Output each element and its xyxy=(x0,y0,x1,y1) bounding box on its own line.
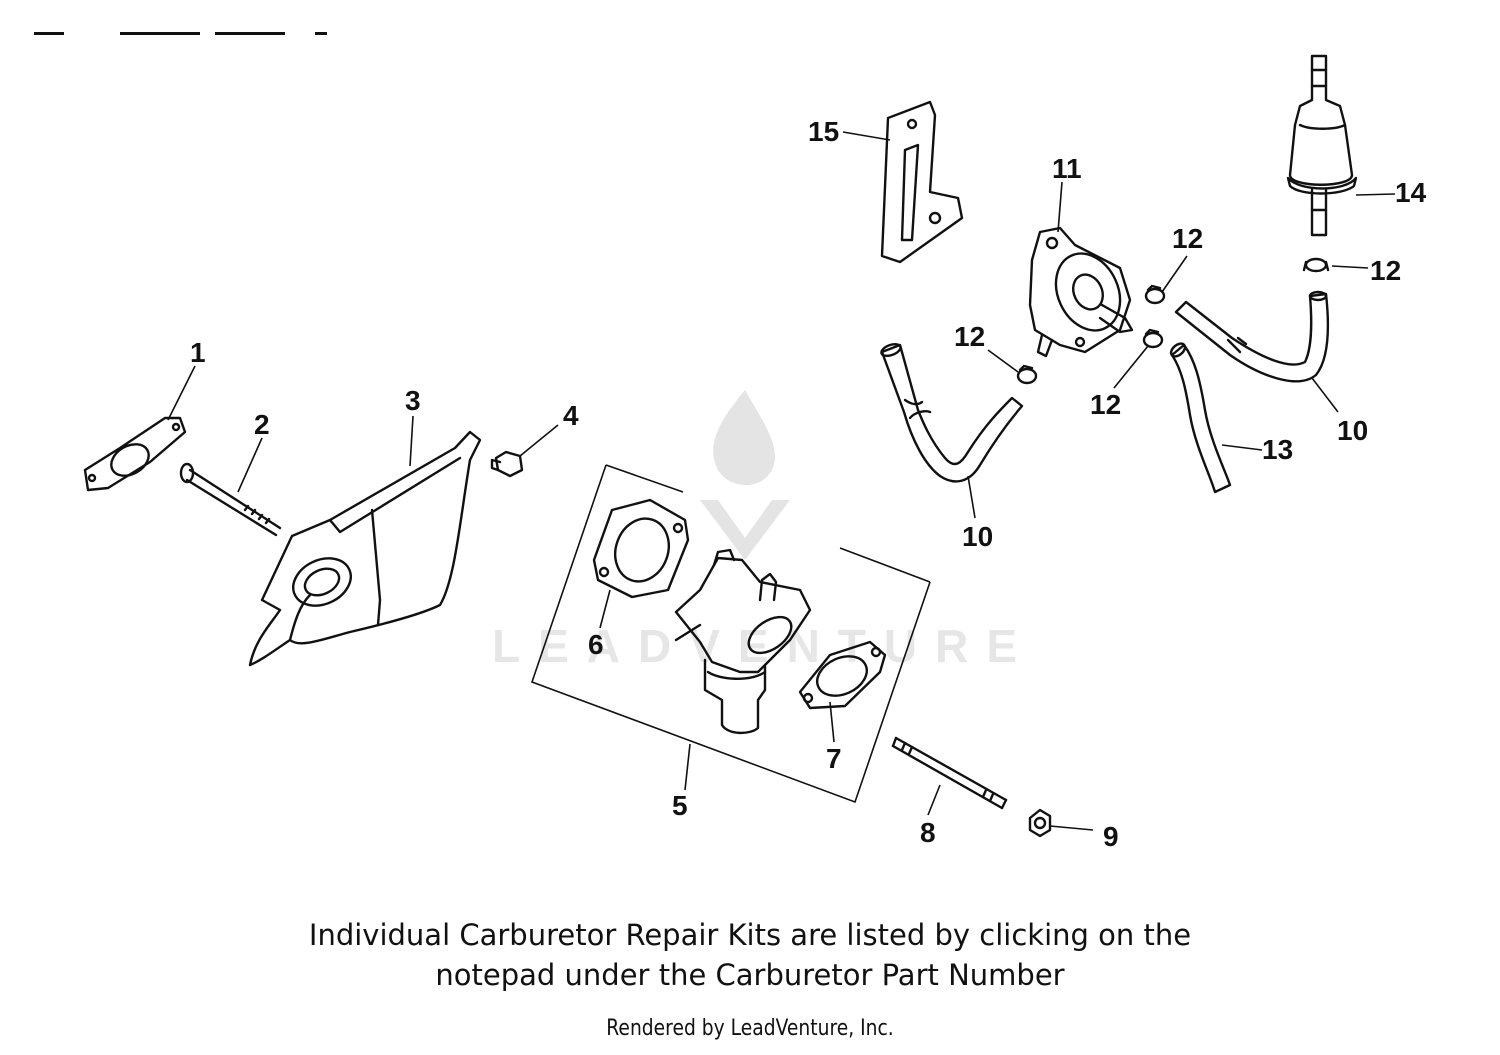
callout-12-b[interactable]: 12 xyxy=(1370,255,1401,286)
part-5-carburetor[interactable] xyxy=(674,548,812,735)
part-9-nut[interactable] xyxy=(1028,808,1052,838)
part-10-hose-left[interactable] xyxy=(880,342,1024,483)
callout-2[interactable]: 2 xyxy=(254,409,270,440)
callout-5[interactable]: 5 xyxy=(672,790,688,821)
callout-13[interactable]: 13 xyxy=(1262,434,1293,465)
part-13-hose[interactable] xyxy=(1169,341,1232,494)
part-7-gasket[interactable] xyxy=(798,640,887,710)
callout-11[interactable]: 11 xyxy=(1052,153,1082,184)
part-11-fuel-pump[interactable] xyxy=(1028,226,1134,358)
rendered-by-footer: Rendered by LeadVenture, Inc. xyxy=(606,1016,894,1041)
note-line-1: Individual Carburetor Repair Kits are li… xyxy=(308,918,1192,952)
part-8-stud[interactable] xyxy=(891,736,1008,810)
callout-labels: 1 2 3 4 5 6 7 8 9 10 10 11 12 12 12 12 1… xyxy=(190,116,1427,852)
callout-1[interactable]: 1 xyxy=(190,337,206,368)
part-4-nut[interactable] xyxy=(490,450,524,478)
part-10-hose-right[interactable] xyxy=(1174,290,1330,383)
callout-10-left[interactable]: 10 xyxy=(962,521,993,552)
callout-3[interactable]: 3 xyxy=(405,385,421,416)
part-12-clamp-b[interactable] xyxy=(1144,284,1166,305)
parts-diagram: LEADVENTURE xyxy=(34,32,1427,852)
part-3-intake-shield[interactable] xyxy=(248,430,482,667)
callout-15[interactable]: 15 xyxy=(808,116,839,147)
callout-12-c[interactable]: 12 xyxy=(954,321,985,352)
part-12-clamp-a[interactable] xyxy=(1302,257,1330,273)
carburetor-kit-box xyxy=(530,464,931,804)
watermark-text: LEADVENTURE xyxy=(492,620,1035,672)
part-6-gasket[interactable] xyxy=(592,498,690,599)
part-15-bracket[interactable] xyxy=(880,100,964,264)
part-2-bolt[interactable] xyxy=(179,462,282,537)
note-line-2: notepad under the Carburetor Part Number xyxy=(435,958,1065,992)
callout-12-a[interactable]: 12 xyxy=(1172,223,1203,254)
part-12-clamp-c[interactable] xyxy=(1142,328,1164,349)
leader-lines xyxy=(167,131,1396,831)
callout-10-right[interactable]: 10 xyxy=(1337,415,1368,446)
watermark-logo: LEADVENTURE xyxy=(492,390,1035,672)
part-12-clamp-d[interactable] xyxy=(1016,364,1038,385)
callout-8[interactable]: 8 xyxy=(920,817,936,848)
part-1-gasket[interactable] xyxy=(83,416,187,492)
callout-4[interactable]: 4 xyxy=(563,400,579,431)
callout-6[interactable]: 6 xyxy=(588,629,604,660)
callout-14[interactable]: 14 xyxy=(1395,177,1427,208)
callout-9[interactable]: 9 xyxy=(1103,821,1119,852)
callout-12-d[interactable]: 12 xyxy=(1090,389,1121,420)
part-14-fuel-filter[interactable] xyxy=(1286,54,1358,237)
header-marks xyxy=(34,32,327,35)
repair-kit-note: Individual Carburetor Repair Kits are li… xyxy=(0,915,1500,995)
callout-7[interactable]: 7 xyxy=(826,743,842,774)
